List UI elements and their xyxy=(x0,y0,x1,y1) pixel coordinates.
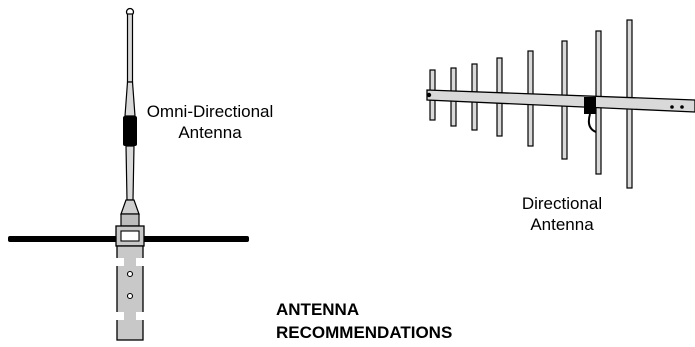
heading-line-1: ANTENNA xyxy=(276,300,360,319)
directional-antenna-label: Directional Antenna xyxy=(507,193,617,235)
heading-line-2: RECOMMENDATIONS xyxy=(276,323,453,342)
antenna-recommendations-heading: ANTENNA RECOMMENDATIONS xyxy=(276,298,452,344)
omni-label-line-2: Antenna xyxy=(178,123,242,142)
omni-label-line-1: Omni-Directional xyxy=(146,102,274,121)
omni-directional-antenna-label: Omni-Directional Antenna xyxy=(145,101,275,143)
directional-antenna-drawing xyxy=(426,19,695,189)
directional-label-line-1: Directional xyxy=(521,194,603,213)
omni-directional-antenna-drawing xyxy=(8,7,249,341)
directional-label-line-2: Antenna xyxy=(530,215,594,234)
